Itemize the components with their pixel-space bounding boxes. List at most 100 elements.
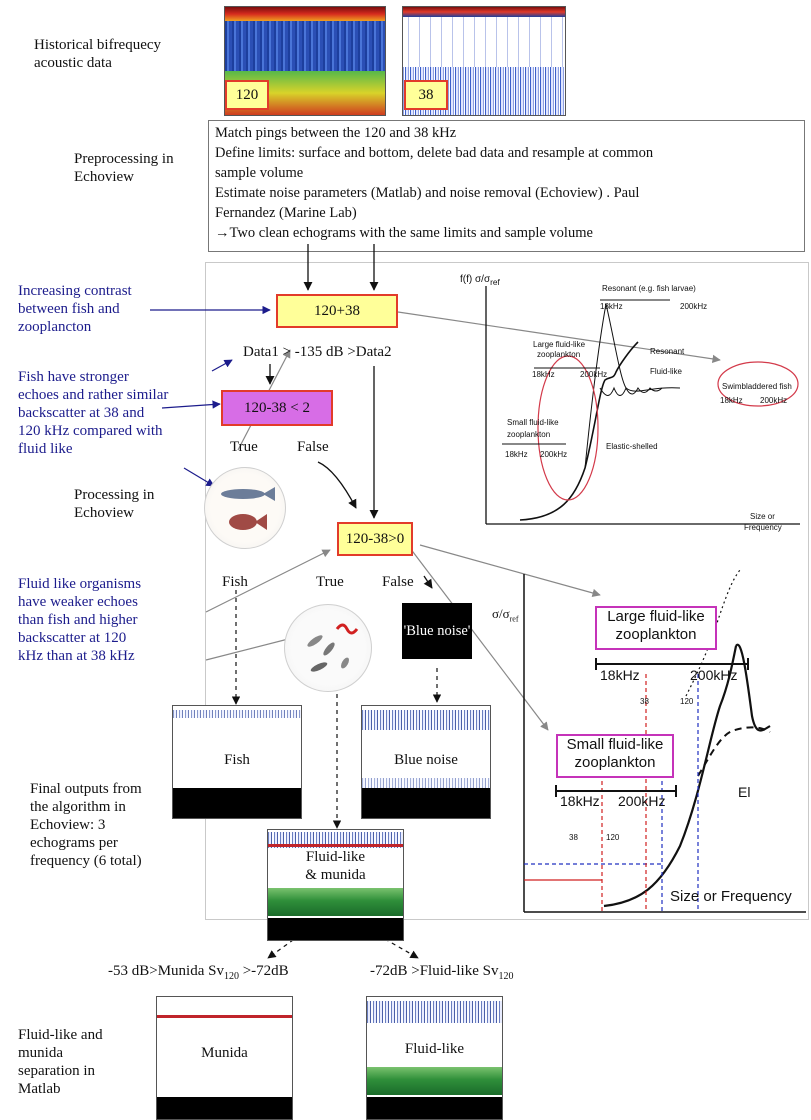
small-200: 200kHz xyxy=(540,450,568,459)
output-fluid-munida-label-2: & munida xyxy=(305,867,366,883)
fluid-like-curve-main xyxy=(603,645,738,908)
arrow-false-to-diff2 xyxy=(317,461,357,509)
output-fish-label: Fish xyxy=(224,752,250,768)
swimbladder-label: Swimbladdered fish xyxy=(722,382,792,391)
output-fish-echogram: Fish xyxy=(172,705,302,819)
large-200khz: 200kHz xyxy=(690,667,738,683)
output-fluid-munida-label-1: Fluid-like xyxy=(305,849,366,865)
water-column xyxy=(225,21,385,71)
surface-band xyxy=(403,7,565,17)
dashed-to-munida-rule xyxy=(267,934,301,959)
final-outputs-label: Final outputs from the algorithm in Echo… xyxy=(30,781,142,869)
gray-arrow-to-small xyxy=(409,547,549,731)
small-18: 18kHz xyxy=(505,450,528,459)
gray-arrow-fluid-note xyxy=(205,549,331,613)
note-arrow-fish xyxy=(183,467,215,487)
resonant-200: 200kHz xyxy=(680,302,708,311)
munida-label: Munida xyxy=(201,1045,248,1061)
threshold-label: Data1 > -135 dB >Data2 xyxy=(243,344,392,360)
elastic-label: Elastic-shelled xyxy=(606,442,658,451)
fish-branch-label: Fish xyxy=(222,574,248,590)
top-plot-x-label-1: Size or xyxy=(750,512,775,521)
top-scattering-plot xyxy=(485,286,800,525)
large-120-tick: 120 xyxy=(680,697,694,706)
historical-label: Historical bifrequecy acoustic data xyxy=(34,37,162,71)
small-fluid-label-1: Small fluid-like xyxy=(507,418,559,427)
small-fluid-circle xyxy=(537,355,599,501)
gray-arrow-to-plot xyxy=(397,311,721,364)
small-120-tick: 120 xyxy=(606,833,620,842)
elastic-curve xyxy=(599,386,663,396)
output-blue-noise-echogram: Blue noise xyxy=(361,705,491,819)
preprocessing-box: Match pings between the 120 and 38 kHz D… xyxy=(208,120,805,252)
swim-200: 200kHz xyxy=(760,396,788,405)
large-38-tick: 38 xyxy=(640,697,649,706)
step-match-pings: Match pings between the 120 and 38 kHz xyxy=(215,125,457,141)
resonant-label: Resonant (e.g. fish larvae) xyxy=(602,284,696,293)
water-column xyxy=(403,17,565,67)
sum-box-120-38: 120+38 xyxy=(276,294,398,328)
note-fish-stronger: Fish have stronger echoes and rather sim… xyxy=(18,369,169,457)
large-fluid-label-2: zooplankton xyxy=(537,350,581,359)
small-fluid-zooplankton-box: Small fluid-like zooplankton xyxy=(556,734,674,778)
large-fluid-zooplankton-box: Large fluid-like zooplankton xyxy=(595,606,717,650)
tag-38: 38 xyxy=(404,80,448,110)
fluid-like-curve-label: Fluid-like xyxy=(650,367,683,376)
surface-band xyxy=(225,7,385,21)
small-fluid-label-2: zooplankton xyxy=(507,430,551,439)
step-noise-cont: Fernandez (Marine Lab) xyxy=(215,205,357,221)
processing-label: Processing in Echoview xyxy=(74,487,155,521)
diff-box-lt-2: 120-38 < 2 xyxy=(221,390,333,426)
output-blue-noise-label: Blue noise xyxy=(394,752,458,768)
fish-illustration xyxy=(204,467,286,549)
true-label-1: True xyxy=(230,439,258,455)
resonant-18: 18kHz xyxy=(600,302,623,311)
elastic-abbrev-label: El xyxy=(738,784,751,800)
swimbladder-circle xyxy=(717,361,799,407)
note-arrow-diff xyxy=(161,400,221,409)
note-increasing-contrast: Increasing contrast between fish and zoo… xyxy=(18,283,132,335)
fish-icon xyxy=(221,487,275,530)
arrow-false-to-noise xyxy=(423,575,433,589)
diff-box-gt-0: 120-38>0 xyxy=(337,522,413,556)
step-define-limits: Define limits: surface and bottom, delet… xyxy=(215,145,654,161)
false-label-2: False xyxy=(382,574,414,590)
large-18khz: 18kHz xyxy=(600,667,640,683)
step-result: →Two clean echograms with the same limit… xyxy=(215,225,593,241)
fluid-like-echogram: Fluid-like xyxy=(366,996,503,1120)
false-label-1: False xyxy=(297,439,329,455)
echogram-38-thumbnail xyxy=(402,6,566,116)
munida-rule: -53 dB>Munida Sv120 >-72dB xyxy=(108,963,289,982)
preprocessing-label: Preprocessing in Echoview xyxy=(74,151,174,185)
top-plot-x-label-2: Frequency xyxy=(744,523,782,532)
top-plot-y-label: f(f) σ/σref xyxy=(460,274,500,287)
true-label-2: True xyxy=(316,574,344,590)
resonant-label-2: Resonant xyxy=(650,347,685,356)
output-fluid-munida-echogram: Fluid-like & munida xyxy=(267,829,404,941)
note-fluid-weaker: Fluid like organisms have weaker echoes … xyxy=(18,576,142,664)
swim-18: 18kHz xyxy=(720,396,743,405)
large-18: 18kHz xyxy=(532,370,555,379)
resonant-curve xyxy=(584,303,681,469)
small-38-tick: 38 xyxy=(569,833,578,842)
elastic-dashed-curve xyxy=(697,726,771,777)
small-18khz: 18kHz xyxy=(560,793,600,809)
fluid-like-label: Fluid-like xyxy=(404,1041,465,1057)
small-200khz: 200kHz xyxy=(618,793,666,809)
zooplankton-illustration xyxy=(284,604,372,692)
processing-frame xyxy=(205,262,809,920)
tag-120: 120 xyxy=(225,80,269,110)
bottom-plot-x-label: Size or Frequency xyxy=(670,888,792,905)
fluid-like-rule: -72dB >Fluid-like Sv120 xyxy=(370,963,514,982)
blue-noise-box: 'Blue noise' xyxy=(402,603,472,659)
matlab-separation-label: Fluid-like and munida separation in Matl… xyxy=(18,1027,103,1097)
large-fluid-label-1: Large fluid-like xyxy=(533,340,586,349)
gray-arrow-to-large xyxy=(419,544,601,598)
zooplankton-icon xyxy=(307,623,359,672)
step-noise: Estimate noise parameters (Matlab) and n… xyxy=(215,185,640,201)
bottom-plot-y-label: σ/σref xyxy=(492,606,519,624)
munida-echogram: Munida xyxy=(156,996,293,1120)
large-200: 200kHz xyxy=(580,370,608,379)
